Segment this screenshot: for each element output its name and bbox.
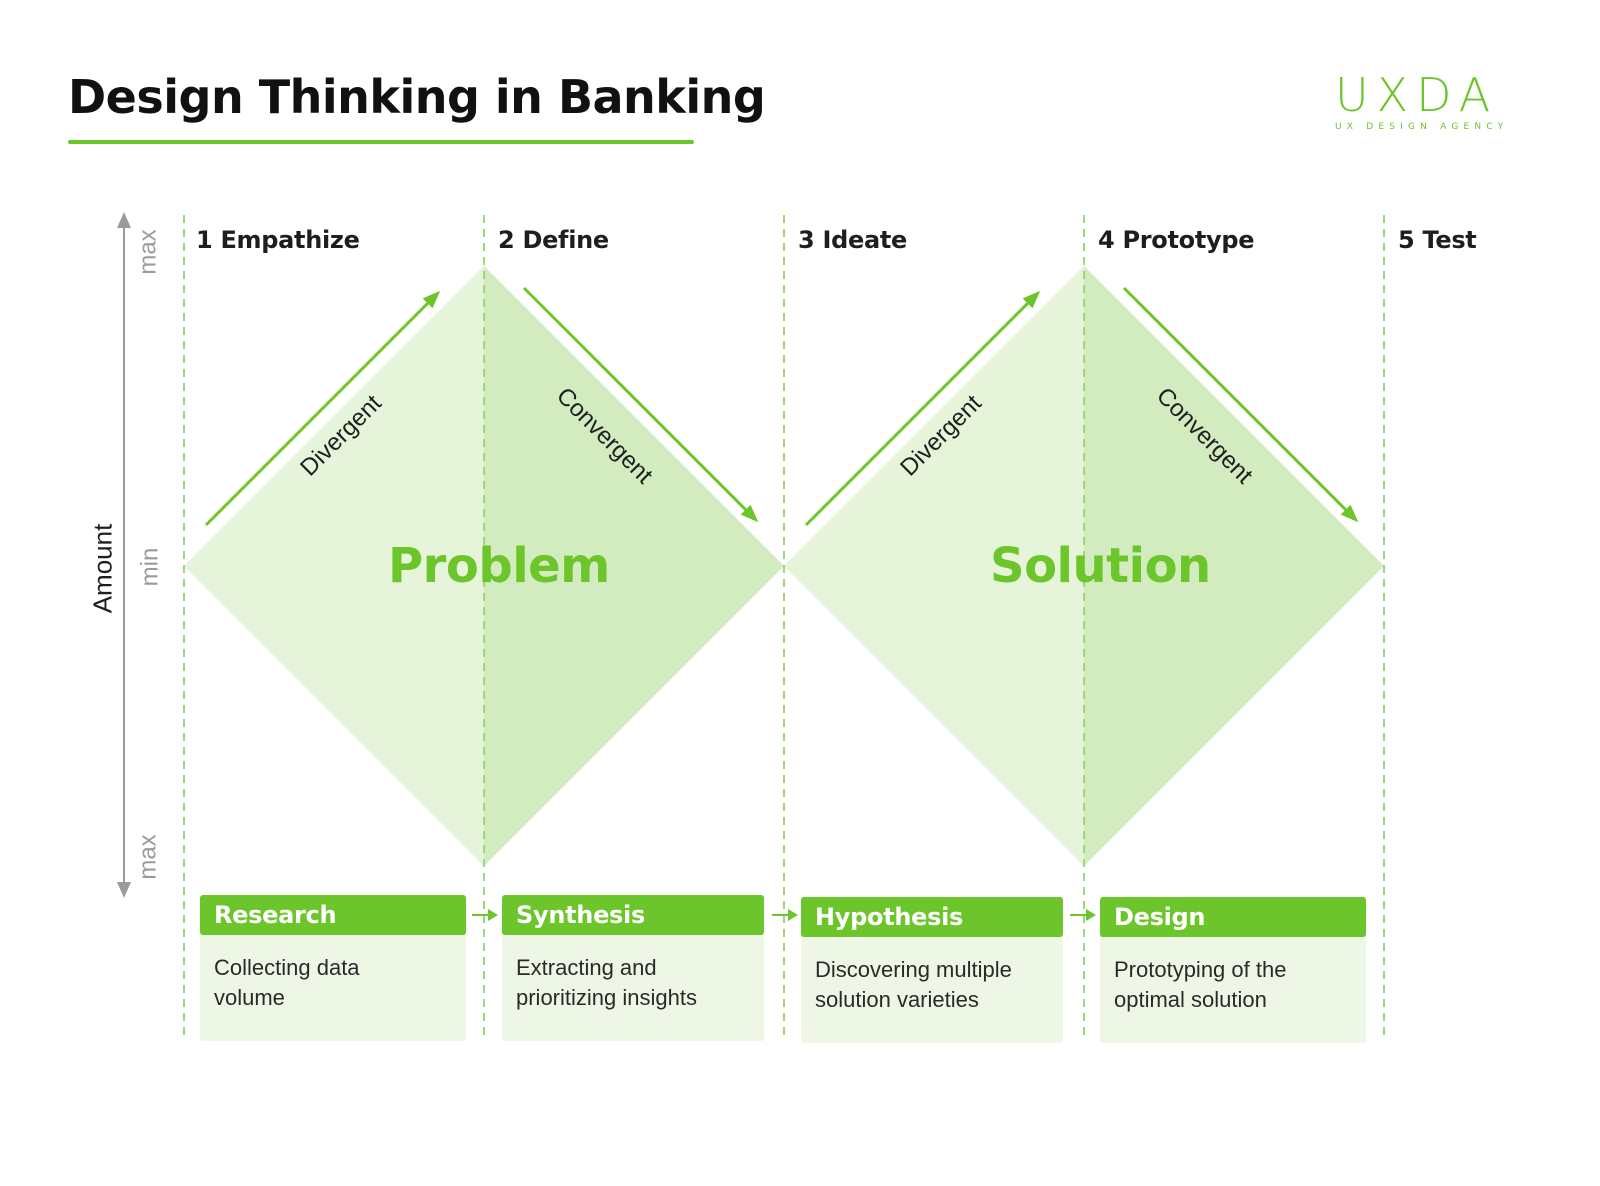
- step-description-line: Collecting data: [214, 955, 360, 980]
- step-description-line: volume: [214, 985, 285, 1010]
- brand-logo[interactable]: UXDA UX DESIGN AGENCY: [1335, 72, 1505, 132]
- step-card-synthesis: Synthesis Extracting and prioritizing in…: [502, 895, 764, 1041]
- step-title: Research: [200, 895, 466, 935]
- step-arrow-head: [1086, 909, 1096, 921]
- step-description: Collecting data volume: [200, 935, 466, 1013]
- solution-label: Solution: [990, 538, 1211, 594]
- step-card-design: Design Prototyping of the optimal soluti…: [1100, 897, 1366, 1043]
- problem-label: Problem: [388, 538, 610, 594]
- solution-diamond-left: [784, 266, 1084, 866]
- step-description-line: prioritizing insights: [516, 985, 697, 1010]
- step-description: Discovering multiple solution varieties: [801, 937, 1063, 1015]
- divergent-arrow-problem: [204, 290, 441, 527]
- step-description-line: solution varieties: [815, 987, 979, 1012]
- convergent-arrow-problem: [522, 286, 759, 523]
- problem-diamond-left: [184, 266, 484, 866]
- page-title: Design Thinking in Banking: [68, 70, 766, 124]
- logo-subtitle: UX DESIGN AGENCY: [1335, 122, 1509, 132]
- step-card-hypothesis: Hypothesis Discovering multiple solution…: [801, 897, 1063, 1043]
- step-description-line: Extracting and: [516, 955, 657, 980]
- problem-diamond-right: [484, 266, 784, 866]
- axis-arrow-up-icon: [117, 212, 131, 228]
- step-description-line: optimal solution: [1114, 987, 1267, 1012]
- phase-empathize: 1 Empathize: [196, 226, 360, 254]
- step-description: Prototyping of the optimal solution: [1100, 937, 1366, 1015]
- phase-test: 5 Test: [1398, 226, 1477, 254]
- step-arrow-head: [488, 909, 498, 921]
- step-card-research: Research Collecting data volume: [200, 895, 466, 1041]
- phase-ideate: 3 Ideate: [798, 226, 907, 254]
- axis-tick-min: min: [136, 547, 164, 587]
- phase-define: 2 Define: [498, 226, 609, 254]
- step-title: Hypothesis: [801, 897, 1063, 937]
- convergent-arrow-solution: [1122, 286, 1359, 523]
- step-description-line: Discovering multiple: [815, 957, 1012, 982]
- phase-prototype: 4 Prototype: [1098, 226, 1255, 254]
- step-title: Design: [1100, 897, 1366, 937]
- axis-arrow-down-icon: [117, 882, 131, 898]
- logo-mark: UXDA: [1335, 68, 1499, 122]
- divergent-arrow-solution: [804, 290, 1041, 527]
- amount-axis-label: Amount: [87, 523, 118, 614]
- solution-diamond-right: [1084, 266, 1384, 866]
- step-description-line: Prototyping of the: [1114, 957, 1287, 982]
- title-underline: [68, 140, 694, 144]
- axis-tick-max-bottom: max: [134, 834, 162, 880]
- axis-tick-max-top: max: [134, 229, 162, 275]
- step-description: Extracting and prioritizing insights: [502, 935, 764, 1013]
- step-title: Synthesis: [502, 895, 764, 935]
- step-arrow-head: [788, 909, 798, 921]
